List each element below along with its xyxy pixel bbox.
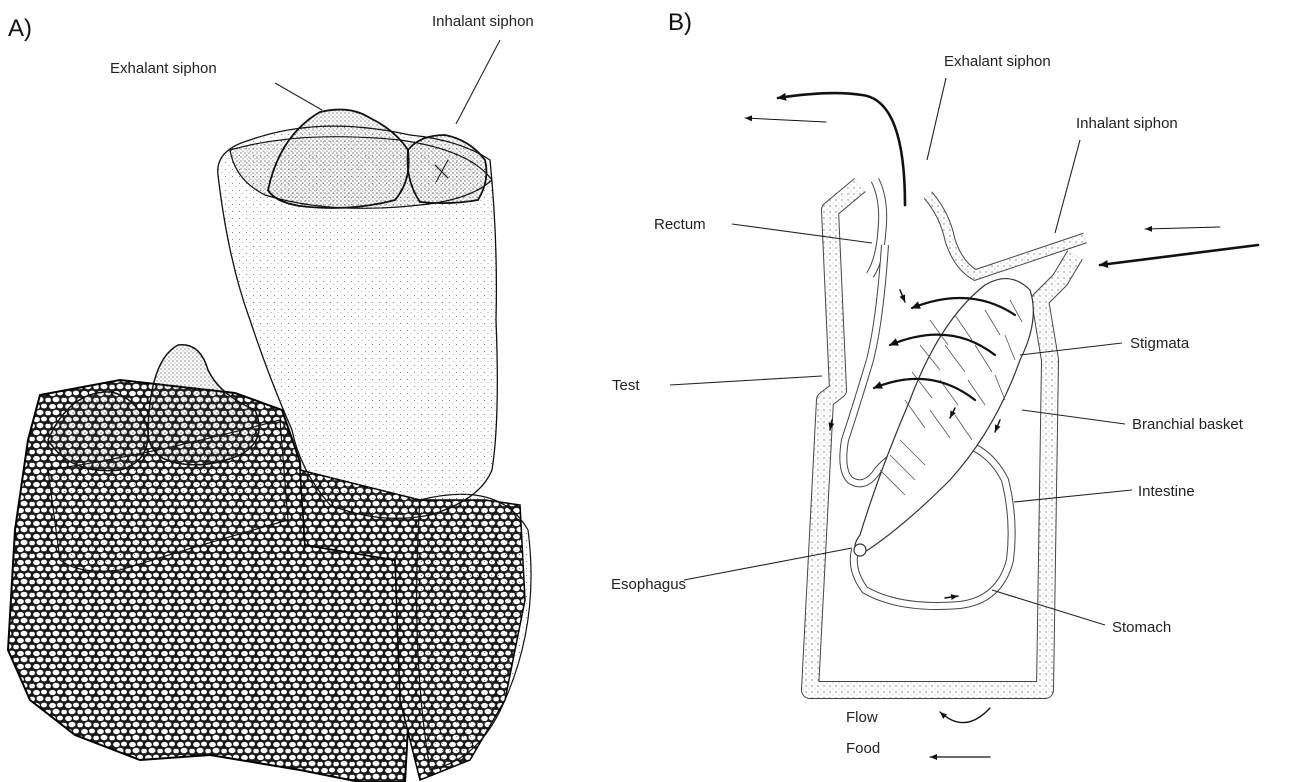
label-a-exhalant-siphon: Exhalant siphon [110,60,217,77]
label-b-test: Test [612,377,640,394]
leader-b-inhalant-siphon [1055,140,1080,233]
leader-b-esophagus [684,548,852,580]
label-b-intestine: Intestine [1138,483,1195,500]
panel-b-letter: B) [668,9,692,36]
leader-a-inhalant-siphon [456,40,500,124]
label-b-stigmata: Stigmata [1130,335,1190,352]
label-b-branchial-basket: Branchial basket [1132,416,1244,433]
leader-a-exhalant-siphon [275,83,322,110]
legend-food-label: Food [846,740,880,757]
legend-flow-label: Flow [846,709,878,726]
inhalant-flow-arrow [1100,245,1258,265]
inhalant-food-arrow [1145,227,1220,229]
label-a-inhalant-siphon: Inhalant siphon [432,13,534,30]
label-b-exhalant-siphon: Exhalant siphon [944,53,1051,70]
exhalant-flow-arrow [778,93,905,205]
exhalant-food-arrow [745,118,826,122]
branchial-basket [855,279,1033,555]
panel-a-letter: A) [8,15,32,42]
inhalant-siphon-lobe [408,135,487,203]
leader-b-stigmata [1020,343,1122,355]
tall-zooid-bulge [417,494,531,770]
leader-b-exhalant-siphon [927,78,946,160]
leader-b-rectum [732,224,872,243]
label-b-rectum: Rectum [654,216,706,233]
legend-flow-symbol [940,708,990,723]
exhalant-siphon-lobe [268,110,409,208]
leader-b-test [670,376,822,385]
esophagus-bulb [854,544,866,556]
label-b-stomach: Stomach [1112,619,1171,636]
leader-b-branchial-basket [1022,410,1125,424]
label-b-inhalant-siphon: Inhalant siphon [1076,115,1178,132]
small-zooid-lobe-right [148,345,259,465]
label-b-esophagus: Esophagus [611,576,686,593]
leader-b-intestine [1014,490,1132,502]
